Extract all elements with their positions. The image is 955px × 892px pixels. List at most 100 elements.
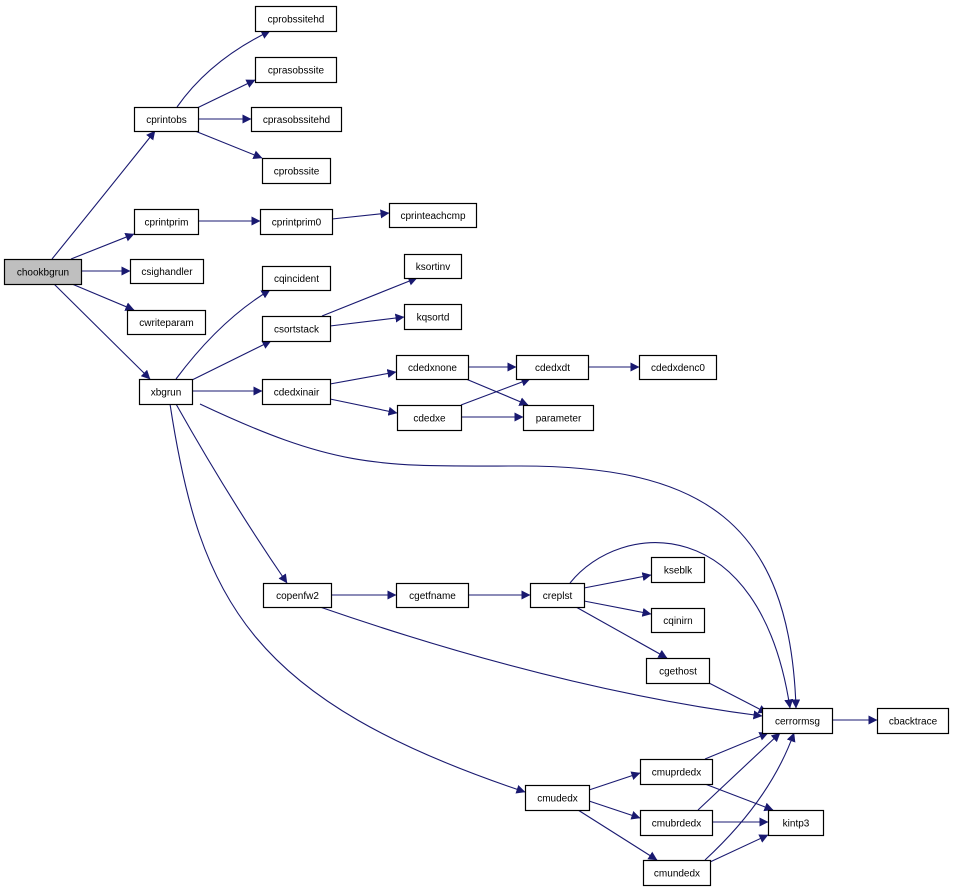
edge-cdedxinair-to-cdedxe	[329, 398, 398, 416]
node-creplst[interactable]: creplst	[529, 582, 586, 609]
node-cdedxe[interactable]: cdedxe	[396, 404, 463, 432]
node-box	[259, 208, 334, 236]
node-parameter[interactable]: parameter	[522, 404, 595, 432]
node-label: cprasobssite	[268, 66, 325, 77]
node-cdedxdenc0[interactable]: cdedxdenc0	[638, 354, 718, 381]
edge-cmudedx-to-cmundedx	[577, 809, 658, 861]
edge-copenfw2-to-cerrormsg	[319, 606, 763, 720]
node-box	[403, 303, 463, 331]
node-box	[639, 809, 714, 837]
node-box	[642, 859, 712, 887]
node-cprobssitehd[interactable]: cprobssitehd	[254, 5, 338, 33]
node-box	[396, 404, 463, 432]
edge-cmundedx-to-kintp3	[709, 834, 769, 863]
node-box	[133, 106, 200, 133]
node-box	[261, 157, 332, 185]
node-kseblk[interactable]: kseblk	[650, 556, 706, 584]
node-cqincident[interactable]: cqincident	[261, 265, 332, 292]
node-cprintobs[interactable]: cprintobs	[133, 106, 200, 133]
edge-cdedxinair-to-cdedxnone	[329, 369, 397, 385]
node-label: cprintprim0	[272, 218, 322, 229]
node-cprobssite[interactable]: cprobssite	[261, 157, 332, 185]
edge-cprintprim0-to-cprinteachcmp	[331, 209, 390, 220]
node-cerrormsg[interactable]: cerrormsg	[761, 707, 834, 735]
node-cwriteparam[interactable]: cwriteparam	[126, 309, 207, 336]
node-cmudedx[interactable]: cmudedx	[524, 784, 591, 812]
node-cprintprim[interactable]: cprintprim	[133, 208, 200, 236]
node-label: csortstack	[274, 325, 320, 336]
edge-layer	[51, 30, 878, 863]
node-label: creplst	[543, 591, 573, 602]
node-label: ksortinv	[416, 262, 450, 273]
node-label: cqincident	[274, 274, 319, 285]
edge-xbgrun-to-copenfw2	[175, 403, 288, 584]
edge-xbgrun-to-cmudedx	[169, 403, 526, 794]
node-label: cdedxdenc0	[651, 363, 705, 374]
node-label: cprobssitehd	[268, 15, 325, 26]
edge-creplst-to-cgethost	[575, 606, 668, 659]
node-label: cmuprdedx	[652, 768, 701, 779]
edge-cmudedx-to-cmubrdedx	[588, 800, 641, 820]
node-label: cmudedx	[537, 794, 578, 805]
node-cbacktrace[interactable]: cbacktrace	[876, 707, 950, 735]
edge-cprintobs-to-cprobssitehd	[176, 30, 271, 108]
node-box	[395, 582, 470, 609]
node-kintp3[interactable]: kintp3	[767, 809, 825, 837]
node-csighandler[interactable]: csighandler	[129, 258, 205, 285]
node-label: parameter	[536, 414, 582, 425]
edge-xbgrun-to-cqincident	[175, 289, 271, 380]
node-box	[261, 265, 332, 292]
node-box	[126, 309, 207, 336]
edge-cprintobs-to-cprobssite	[194, 130, 263, 159]
node-cgethost[interactable]: cgethost	[645, 657, 711, 685]
node-cprinteachcmp[interactable]: cprinteachcmp	[388, 202, 478, 229]
node-cqinirn[interactable]: cqinirn	[650, 607, 706, 634]
node-label: copenfw2	[276, 591, 319, 602]
node-box	[3, 258, 83, 286]
node-label: cdedxinair	[274, 388, 320, 399]
node-label: xbgrun	[151, 388, 182, 399]
node-cprasobssitehd[interactable]: cprasobssitehd	[250, 106, 343, 133]
edge-cdedxe-to-cdedxdt	[460, 377, 531, 406]
node-cmubrdedx[interactable]: cmubrdedx	[639, 809, 714, 837]
node-box	[650, 556, 706, 584]
node-box	[262, 582, 333, 609]
node-cdedxinair[interactable]: cdedxinair	[261, 378, 332, 406]
node-label: kintp3	[783, 819, 810, 830]
edge-creplst-to-cerrormsg	[569, 542, 794, 709]
node-cmuprdedx[interactable]: cmuprdedx	[639, 758, 714, 786]
node-box	[403, 253, 463, 280]
node-label: cqinirn	[663, 616, 692, 627]
node-label: cdedxe	[413, 414, 446, 425]
node-csortstack[interactable]: csortstack	[261, 315, 332, 343]
edge-cmudedx-to-cmuprdedx	[588, 771, 641, 791]
node-cgetfname[interactable]: cgetfname	[395, 582, 470, 609]
node-cprasobssite[interactable]: cprasobssite	[254, 56, 338, 84]
node-label: cdedxdt	[535, 363, 570, 374]
node-cprintprim0[interactable]: cprintprim0	[259, 208, 334, 236]
node-box	[261, 315, 332, 343]
node-box	[250, 106, 343, 133]
node-kqsortd[interactable]: kqsortd	[403, 303, 463, 331]
node-copenfw2[interactable]: copenfw2	[262, 582, 333, 609]
node-ksortinv[interactable]: ksortinv	[403, 253, 463, 280]
edge-csortstack-to-ksortinv	[321, 276, 418, 317]
node-cdedxdt[interactable]: cdedxdt	[515, 354, 590, 381]
edge-cprintobs-to-cprasobssite	[194, 79, 256, 110]
node-cdedxnone[interactable]: cdedxnone	[395, 354, 470, 381]
edge-chookbgrun-to-xbgrun	[53, 283, 151, 380]
node-box	[395, 354, 470, 381]
edge-cgethost-to-cerrormsg	[708, 682, 768, 714]
node-box	[388, 202, 478, 229]
edge-chookbgrun-to-cwriteparam	[71, 283, 135, 311]
node-label: kseblk	[664, 566, 693, 577]
node-label: cmundedx	[654, 869, 700, 880]
node-cmundedx[interactable]: cmundedx	[642, 859, 712, 887]
node-label: cgethost	[659, 667, 697, 678]
edge-creplst-to-cqinirn	[583, 600, 652, 617]
node-chookbgrun[interactable]: chookbgrun	[3, 258, 83, 286]
node-label: cprasobssitehd	[263, 115, 330, 126]
node-box	[133, 208, 200, 236]
node-xbgrun[interactable]: xbgrun	[138, 378, 194, 406]
